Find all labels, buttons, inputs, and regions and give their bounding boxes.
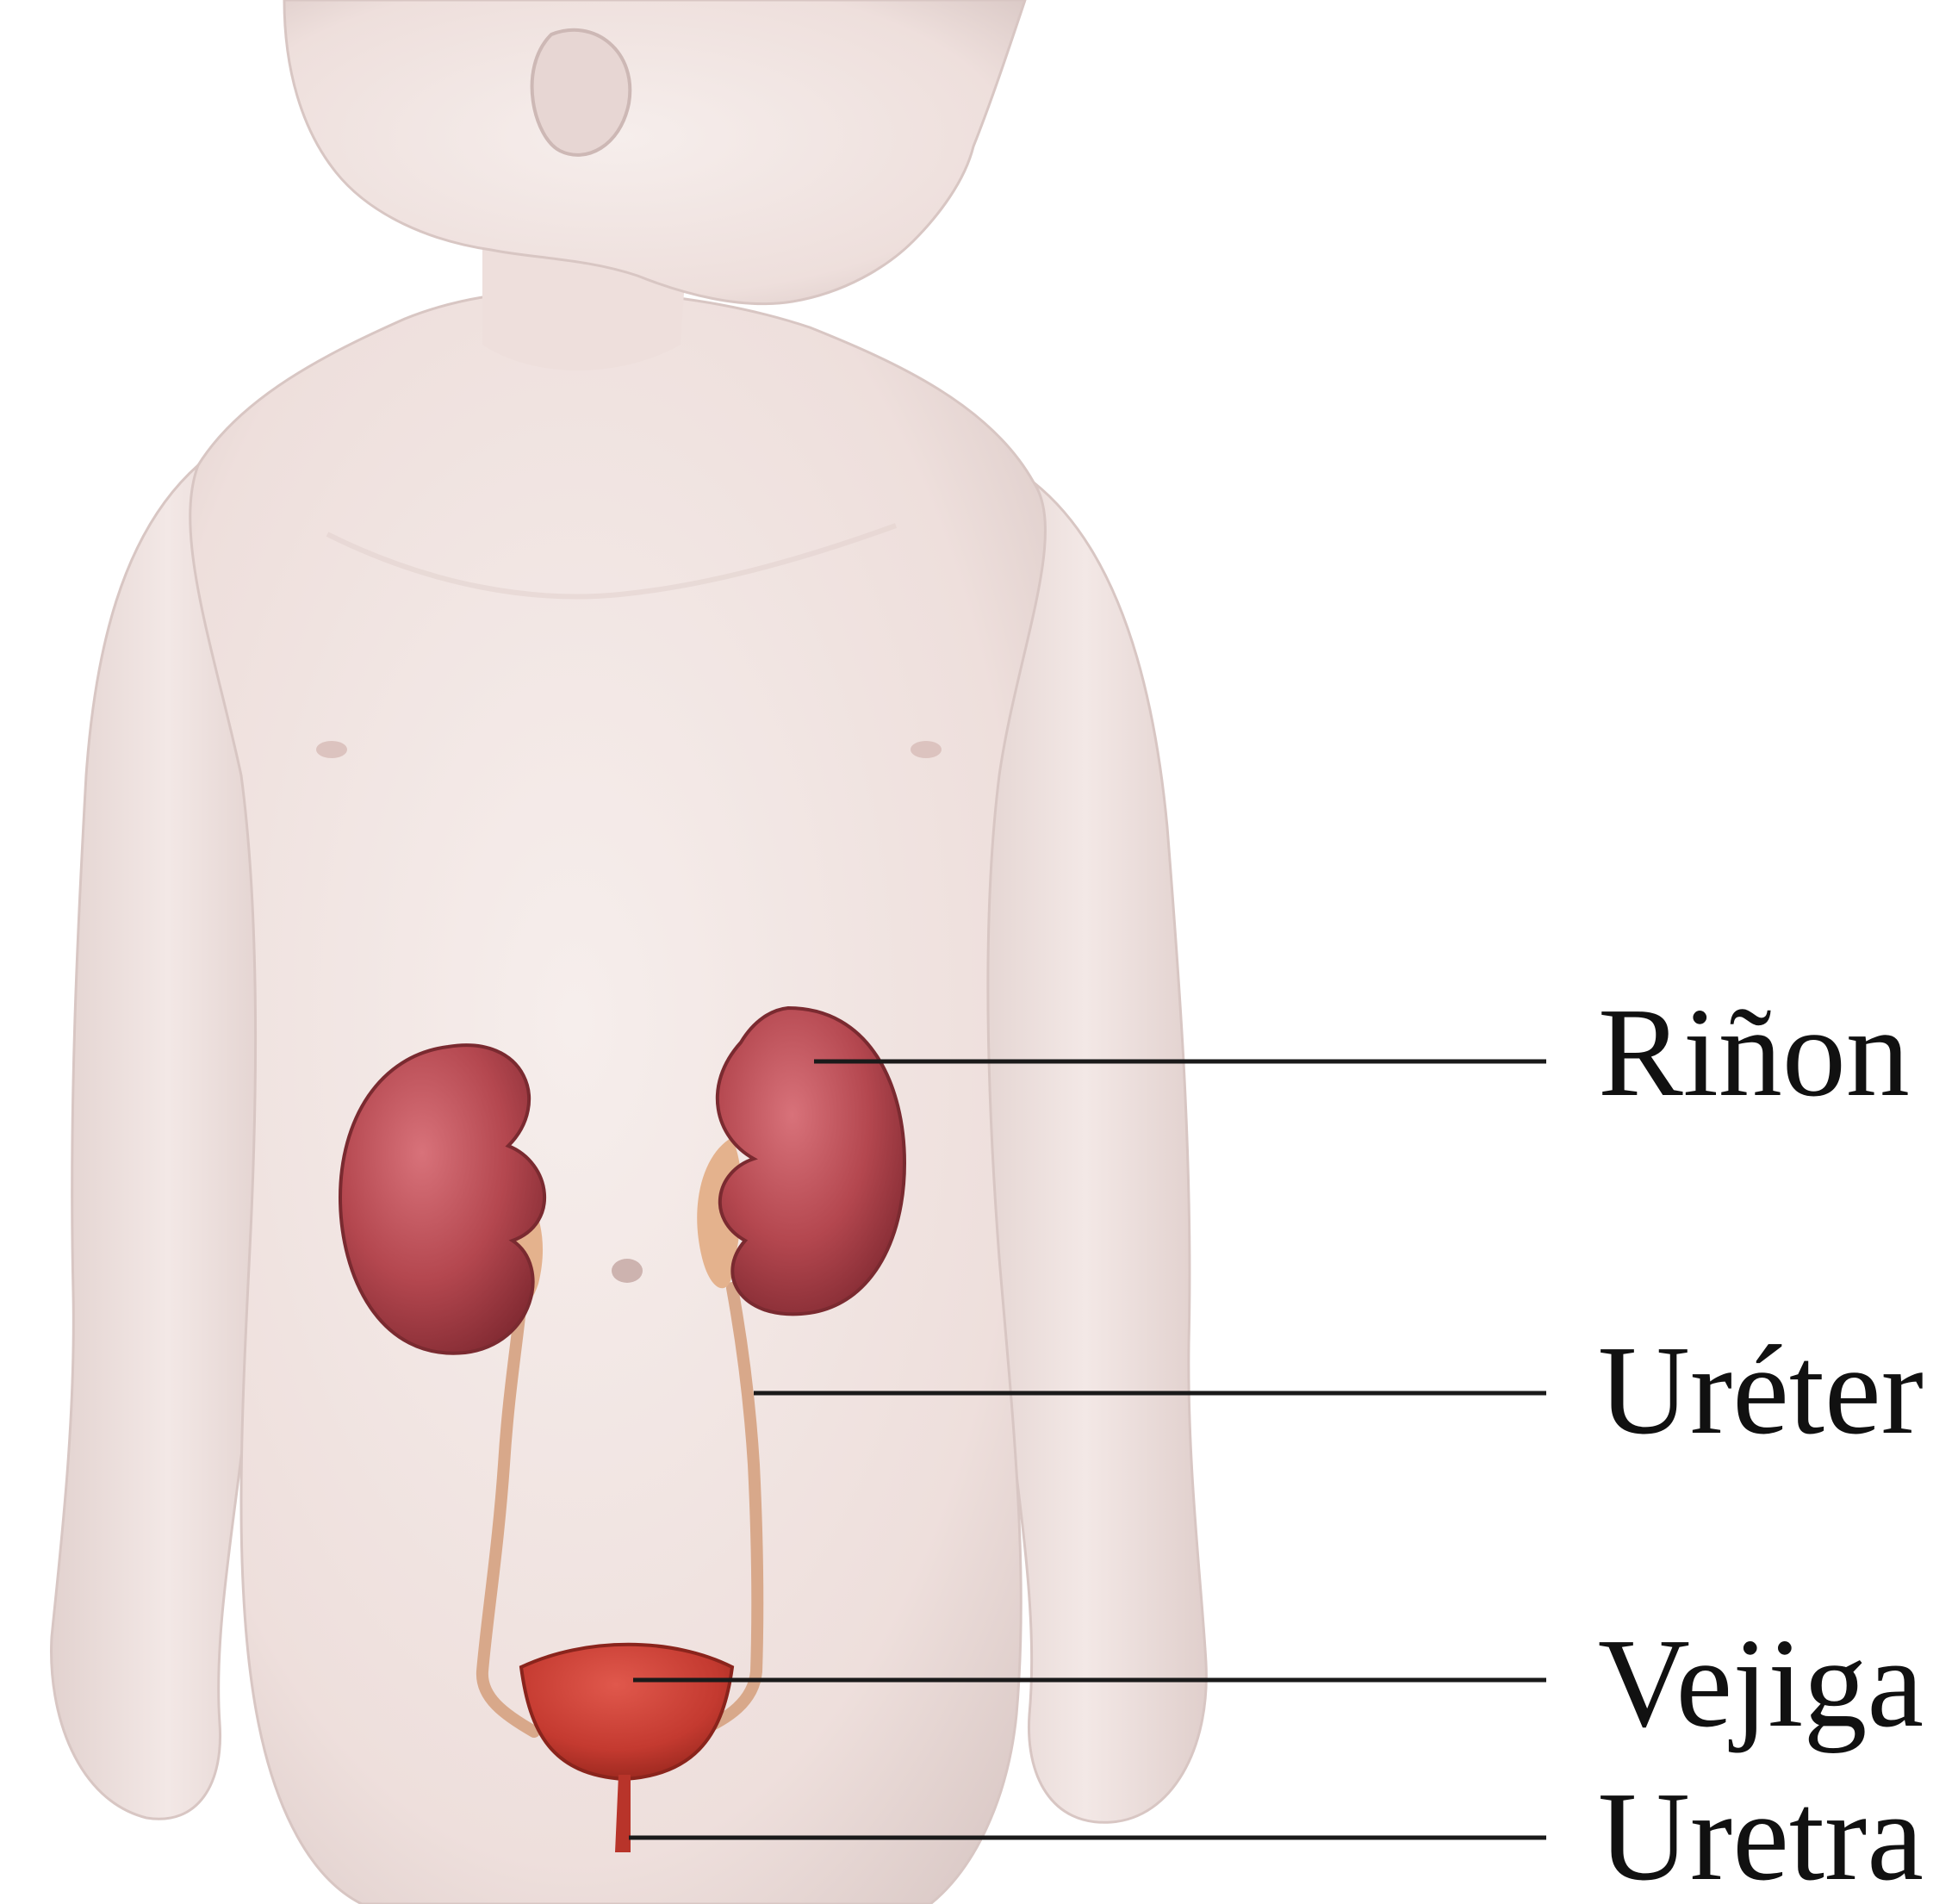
ear [532, 30, 631, 155]
navel [612, 1259, 643, 1283]
left-nipple [316, 741, 347, 758]
label-ureter: Uréter [1598, 1327, 1924, 1454]
label-kidney: Riñon [1598, 989, 1910, 1117]
right-kidney [718, 1008, 904, 1314]
label-bladder: Vejiga [1598, 1620, 1924, 1747]
label-urethra: Uretra [1598, 1773, 1924, 1901]
right-nipple [911, 741, 942, 758]
left-kidney [340, 1045, 544, 1353]
head [284, 0, 1025, 304]
child-body [52, 0, 1207, 1904]
